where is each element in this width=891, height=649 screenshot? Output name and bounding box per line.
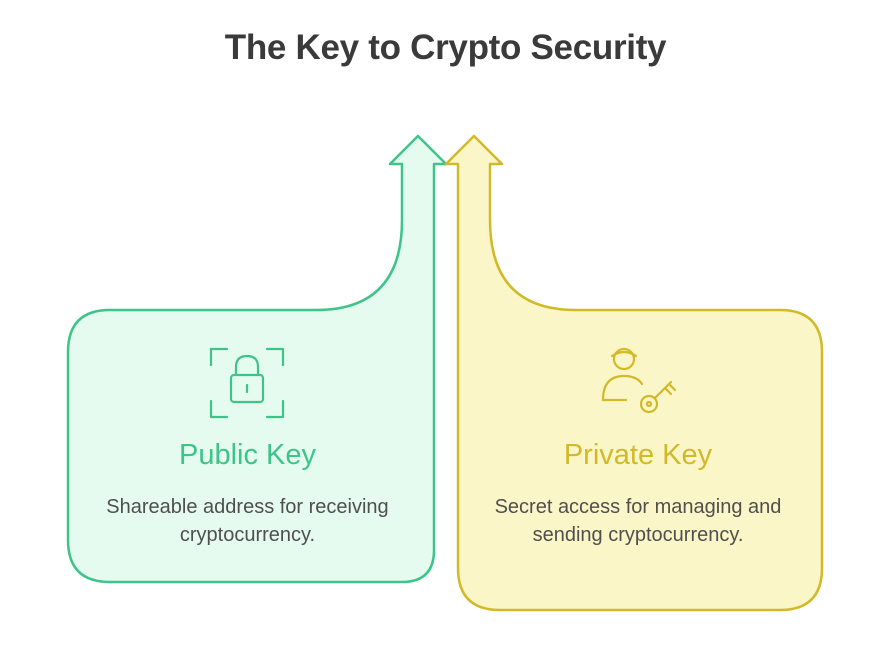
private-key-description: Secret access for managing and sending c…	[494, 496, 782, 546]
private-key-title: Private Key	[563, 439, 713, 471]
public-key-title: Public Key	[178, 439, 316, 471]
private-key-card-shape	[444, 134, 824, 612]
padlock-icon	[209, 347, 285, 419]
public-key-card-shape	[66, 134, 448, 584]
page-title: The Key to Crypto Security	[224, 28, 667, 67]
public-key-description: Shareable address for receiving cryptocu…	[106, 496, 389, 546]
person-key-icon	[601, 347, 677, 414]
